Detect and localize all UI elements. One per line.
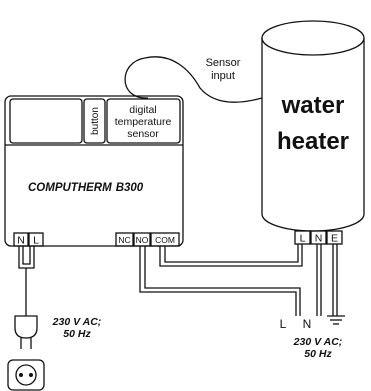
heater-title-2: heater [277, 128, 349, 155]
sensor-label-2: temperature [115, 116, 172, 128]
earth-symbol [327, 315, 345, 325]
terminal-l [28, 232, 44, 247]
sensor-input-label-1: Sensor [206, 57, 241, 69]
sensor-input-label-2: input [211, 70, 235, 82]
supply-left-1: 230 V AC; [52, 316, 102, 328]
thermostat-device [4, 95, 184, 247]
heater-terminal-l-label: L [300, 233, 306, 245]
terminal-nc [115, 232, 134, 247]
terminal-l-label: L [33, 235, 39, 247]
terminal-nc-label: NC [118, 235, 130, 245]
heater-terminal-e-label: E [331, 233, 338, 245]
terminal-n-label: N [17, 235, 25, 247]
water-heater-tank [261, 20, 365, 232]
sensor-label-1: digital [129, 104, 156, 116]
heater-terminal-e [326, 230, 343, 245]
button-compartment [83, 98, 106, 144]
heater-terminal-n-label: N [315, 233, 323, 245]
terminal-no [133, 232, 151, 247]
wall-socket [7, 359, 45, 391]
mains-n-label: N [303, 317, 312, 331]
sensor-cable [124, 56, 263, 103]
heater-terminal-n [310, 230, 327, 245]
terminal-com-label: COM [155, 235, 175, 245]
heater-title-1: water [281, 92, 345, 119]
supply-left-2: 50 Hz [63, 328, 91, 340]
terminal-n [13, 232, 29, 247]
terminal-no-label: NO [136, 235, 149, 245]
plug [14, 315, 38, 339]
button-label: button [90, 107, 101, 135]
wiring-lines [139, 244, 338, 316]
sensor-compartment [106, 98, 181, 144]
supply-right-2: 50 Hz [304, 348, 332, 360]
mains-l-label: L [280, 317, 287, 331]
sensor-label-3: sensor [127, 128, 159, 140]
supply-right-1: 230 V AC; [293, 336, 343, 348]
power-cord [18, 246, 35, 316]
